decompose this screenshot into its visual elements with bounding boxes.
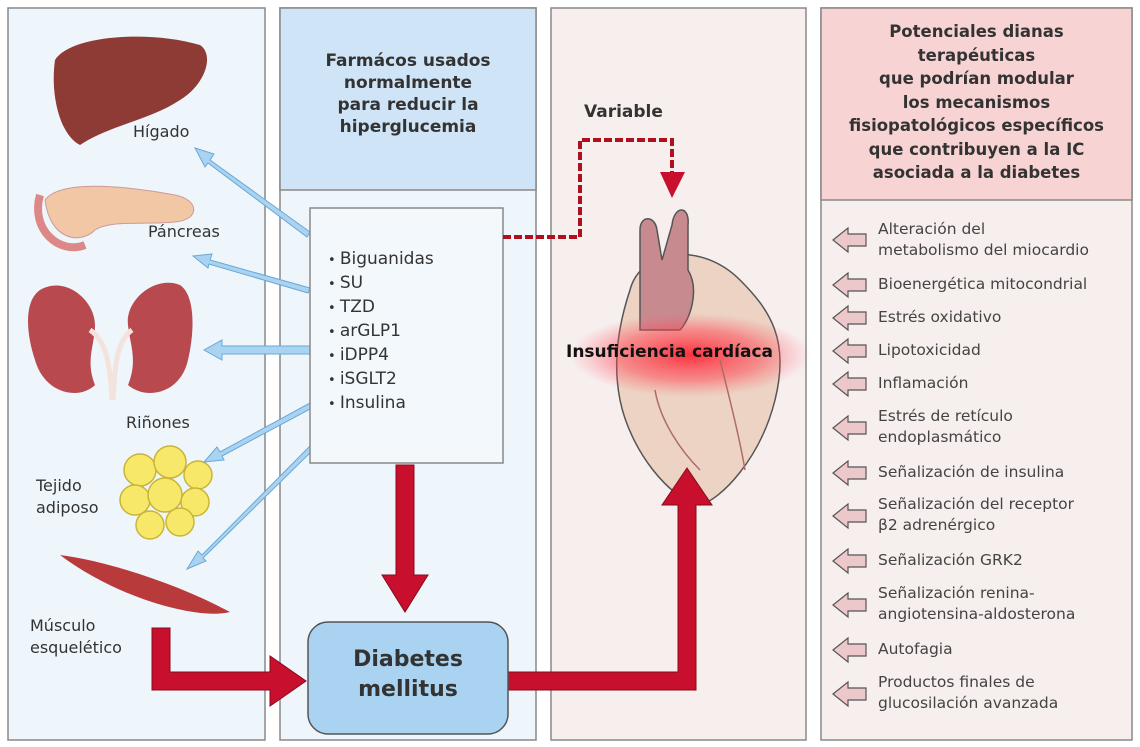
target-item: Señalización del receptor β2 adrenérgico bbox=[878, 494, 1074, 536]
targets-header: Potenciales dianas terapéuticas que podr… bbox=[821, 20, 1132, 185]
drugs-header-line: normalmente bbox=[343, 73, 473, 93]
targets-header-line: los mecanismos bbox=[902, 92, 1051, 112]
target-item: Estrés oxidativo bbox=[878, 307, 1001, 328]
target-text: metabolismo del miocardio bbox=[878, 241, 1089, 259]
target-text: Señalización GRK2 bbox=[878, 551, 1023, 569]
heart-failure-label: Insuficiencia cardíaca bbox=[566, 342, 774, 362]
drugs-header-bg bbox=[279, 7, 537, 191]
diabetes-label: Diabetes mellitus bbox=[308, 645, 508, 705]
target-item: Bioenergética mitocondrial bbox=[878, 274, 1087, 295]
drug-item: SU bbox=[328, 272, 434, 296]
target-item: Lipotoxicidad bbox=[878, 340, 981, 361]
drug-item: arGLP1 bbox=[328, 320, 434, 344]
targets-header-line: fisiopatológicos específicos bbox=[849, 116, 1104, 135]
targets-header-line: que podrían modular bbox=[879, 69, 1074, 88]
variable-dashed-arrow bbox=[503, 138, 674, 239]
target-text: glucosilación avanzada bbox=[878, 694, 1059, 712]
heart-illustration bbox=[570, 209, 810, 506]
target-arrows bbox=[832, 226, 867, 708]
targets-header-line: que contribuyen a la IC bbox=[868, 139, 1085, 159]
target-text: Señalización renina- bbox=[878, 584, 1035, 602]
target-text: β2 adrenérgico bbox=[878, 516, 996, 534]
targets-header-line: asociada a la diabetes bbox=[872, 163, 1081, 182]
target-text: Productos finales de bbox=[878, 673, 1035, 691]
muscle-label-1: Músculo bbox=[30, 616, 96, 635]
target-item: Alteración del metabolismo del miocardio bbox=[878, 219, 1089, 261]
muscle-label-2: esquelético bbox=[30, 638, 122, 657]
target-text: Autofagia bbox=[878, 640, 953, 658]
target-text: Lipotoxicidad bbox=[878, 341, 981, 359]
target-item: Señalización GRK2 bbox=[878, 550, 1023, 571]
diabetes-label-line: Diabetes bbox=[353, 647, 463, 672]
targets-header-line: Potenciales dianas bbox=[889, 22, 1064, 41]
liver-label: Hígado bbox=[133, 122, 190, 141]
drugs-to-diabetes-arrow bbox=[381, 464, 429, 613]
muscle-to-diabetes-arrow bbox=[151, 627, 307, 707]
drugs-header-line: Farmácos usados bbox=[325, 51, 491, 71]
liver-icon bbox=[53, 36, 208, 145]
diabetes-label-line: mellitus bbox=[358, 677, 458, 702]
variable-arrow-head bbox=[660, 172, 685, 198]
target-text: Estrés de retículo bbox=[878, 407, 1013, 425]
drug-item: iDPP4 bbox=[328, 344, 434, 368]
target-text: Bioenergética mitocondrial bbox=[878, 275, 1088, 293]
target-item: Señalización renina-angiotensina-aldoste… bbox=[878, 583, 1075, 625]
adipose-tissue-icon bbox=[119, 445, 213, 540]
skeletal-muscle-icon bbox=[60, 555, 230, 614]
kidneys-icon bbox=[28, 282, 193, 401]
diabetes-box bbox=[307, 621, 509, 735]
adipose-label-1: Tejido bbox=[36, 476, 82, 495]
target-text: Señalización del receptor bbox=[878, 495, 1075, 513]
target-item: Señalización de insulina bbox=[878, 462, 1064, 483]
target-text: Alteración del bbox=[878, 220, 986, 238]
target-item: Productos finales de glucosilación avanza… bbox=[878, 672, 1058, 714]
drug-item: Insulina bbox=[328, 392, 434, 416]
drug-item: TZD bbox=[328, 296, 434, 320]
adipose-label-2: adiposo bbox=[36, 498, 99, 517]
drugs-header-line: hiperglucemia bbox=[339, 117, 477, 137]
drugs-header-line: para reducir la bbox=[337, 95, 479, 115]
target-item: Inflamación bbox=[878, 373, 968, 394]
target-text: angiotensina-aldosterona bbox=[878, 605, 1076, 623]
drug-item: Biguanidas bbox=[328, 248, 434, 272]
target-text: endoplasmático bbox=[878, 428, 1002, 446]
target-text: Inflamación bbox=[878, 374, 969, 392]
targets-header-line: terapéuticas bbox=[917, 45, 1036, 65]
pancreas-label: Páncreas bbox=[148, 222, 220, 241]
target-item: Autofagia bbox=[878, 639, 953, 660]
pancreas-icon bbox=[34, 185, 195, 252]
drug-list: Biguanidas SU TZD arGLP1 iDPP4 iSGLT2 In… bbox=[328, 248, 434, 416]
target-text: Señalización de insulina bbox=[878, 463, 1065, 481]
drug-item: iSGLT2 bbox=[328, 368, 434, 392]
drugs-header: Farmácos usados normalmente para reducir… bbox=[280, 50, 536, 138]
drug-to-organ-arrows bbox=[185, 147, 314, 571]
diabetes-to-heart-arrow bbox=[507, 467, 713, 691]
kidneys-label: Riñones bbox=[126, 413, 190, 432]
target-text: Estrés oxidativo bbox=[878, 308, 1002, 326]
targets-header-bg bbox=[820, 7, 1133, 201]
variable-label: Variable bbox=[584, 102, 663, 122]
target-item: Estrés de retículo endoplasmático bbox=[878, 406, 1013, 448]
